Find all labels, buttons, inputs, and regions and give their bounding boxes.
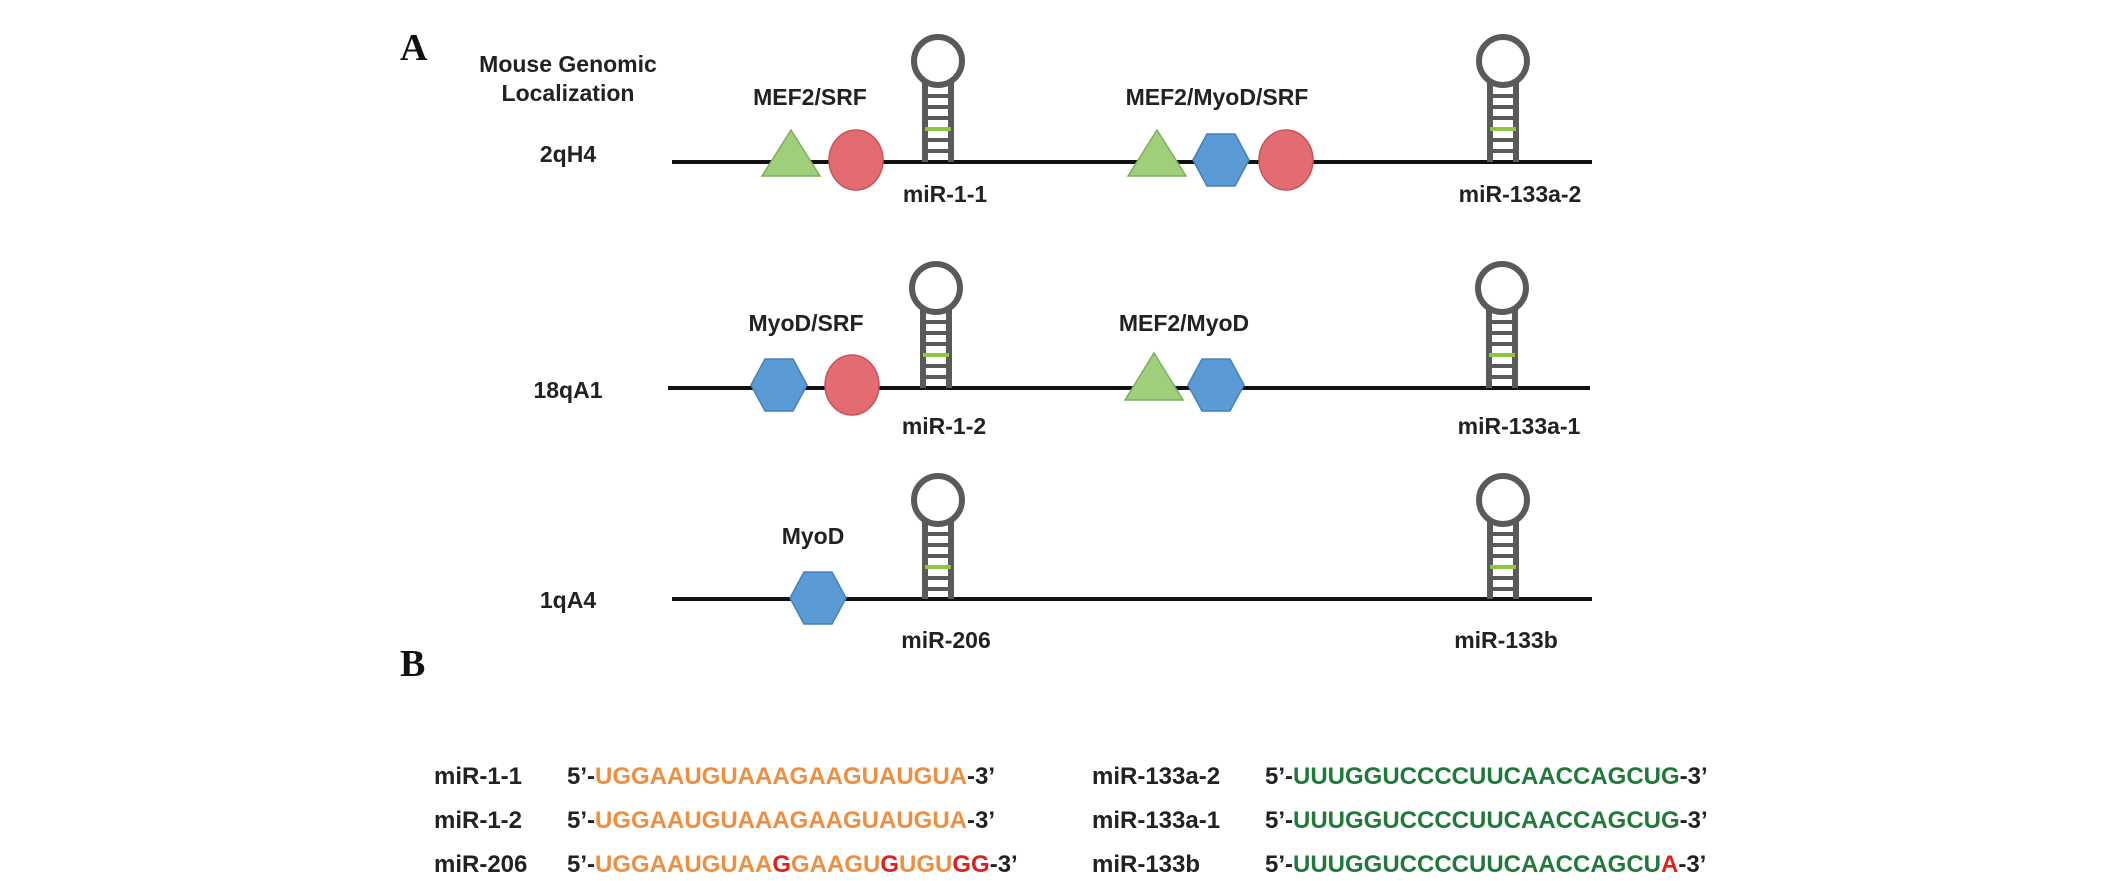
- mirna-label: miR-133a-1: [1458, 413, 1581, 439]
- seq-part-black: 5’-: [1265, 851, 1293, 878]
- seq-part-red: G: [772, 851, 791, 878]
- seq-part-black: -3’: [1680, 763, 1708, 790]
- mirna-hairpin-icon: [1476, 473, 1530, 599]
- seq-name: miR-1-2: [434, 807, 522, 834]
- srf-circle: [828, 129, 884, 191]
- myod-hexagon: [1192, 133, 1250, 187]
- chromosome-label: 2qH4: [540, 141, 596, 167]
- myod-hexagon: [789, 571, 847, 625]
- seq-part-green: UUUGGUCCCCUUCAACCAGCUG: [1293, 763, 1680, 790]
- seq-text: 5’-UGGAAUGUAAAGAAGUAUGUA-3’: [567, 763, 995, 790]
- seq-part-orange: UGU: [899, 851, 952, 878]
- cluster-label: MEF2/SRF: [753, 84, 867, 110]
- seq-part-black: 5’-: [567, 763, 595, 790]
- panel-label-b: B: [400, 643, 425, 685]
- seq-text: 5’-UUUGGUCCCCUUCAACCAGCUG-3’: [1265, 763, 1708, 790]
- mirna-label: miR-206: [901, 627, 990, 653]
- seq-part-green: UUUGGUCCCCUUCAACCAGCUG: [1293, 807, 1680, 834]
- cluster-label: MyoD: [782, 523, 845, 549]
- srf-circle: [824, 354, 880, 416]
- myod-hexagon: [1187, 358, 1245, 412]
- cluster-label: MEF2/MyoD/SRF: [1126, 84, 1309, 110]
- mef2-triangle: [1123, 351, 1185, 401]
- seq-name: miR-133a-1: [1092, 807, 1220, 834]
- seq-text: 5’-UUUGGUCCCCUUCAACCAGCUA-3’: [1265, 851, 1706, 878]
- chromosome-label: 18qA1: [533, 377, 602, 403]
- seq-part-orange: UGGAAUGUAAAGAAGUAUGUA: [595, 763, 967, 790]
- mirna-hairpin-icon: [909, 261, 963, 388]
- seq-text: 5’-UUUGGUCCCCUUCAACCAGCUG-3’: [1265, 807, 1708, 834]
- seq-part-black: 5’-: [1265, 763, 1293, 790]
- mirna-hairpin-icon: [911, 34, 965, 162]
- seq-name: miR-206: [434, 851, 527, 878]
- seq-part-orange: UGGAAUGUAAAGAAGUAUGUA: [595, 807, 967, 834]
- seq-part-red: G: [880, 851, 899, 878]
- seq-part-black: 5’-: [567, 851, 595, 878]
- mirna-label: miR-1-1: [903, 181, 988, 207]
- cluster-label: MEF2/MyoD: [1119, 310, 1249, 336]
- seq-part-green: UUUGGUCCCCUUCAACCAGCU: [1293, 851, 1661, 878]
- panel-label-a: A: [400, 27, 428, 69]
- seq-name: miR-133a-2: [1092, 763, 1220, 790]
- header-line-2: Localization: [502, 80, 635, 106]
- cluster-label: MyoD/SRF: [749, 310, 864, 336]
- seq-name: miR-1-1: [434, 763, 522, 790]
- seq-part-red: GG: [952, 851, 989, 878]
- seq-part-black: 5’-: [1265, 807, 1293, 834]
- srf-circle: [1258, 129, 1314, 191]
- seq-name: miR-133b: [1092, 851, 1200, 878]
- seq-part-black: -3’: [967, 807, 995, 834]
- seq-part-red: A: [1661, 851, 1678, 878]
- myod-hexagon: [750, 358, 808, 412]
- seq-part-orange: UGGAAUGUAA: [595, 851, 772, 878]
- mirna-hairpin-icon: [1475, 261, 1529, 388]
- chromosome-label: 1qA4: [540, 587, 596, 613]
- mef2-triangle: [760, 128, 822, 177]
- sequence-table: miR-1-1 5’-UGGAAUGUAAAGAAGUAUGUA-3’ miR-…: [434, 763, 1708, 878]
- seq-part-orange: GAAGU: [791, 851, 880, 878]
- mirna-label: miR-133b: [1454, 627, 1558, 653]
- seq-part-black: -3’: [967, 763, 995, 790]
- mirna-label: miR-1-2: [902, 413, 986, 439]
- seq-part-black: 5’-: [567, 807, 595, 834]
- seq-part-black: -3’: [990, 851, 1018, 878]
- mirna-hairpin-icon: [1476, 34, 1530, 162]
- row-2qH4: 2qH4 MEF2/SRF MEF2/MyoD/SRF miR-1-1 miR-…: [540, 34, 1592, 207]
- row-1qA4: 1qA4 MyoD miR-206 miR-133b: [540, 473, 1592, 653]
- header-line-1: Mouse Genomic: [479, 51, 657, 77]
- seq-part-black: -3’: [1678, 851, 1706, 878]
- mirna-label: miR-133a-2: [1459, 181, 1582, 207]
- row-18qA1: 18qA1 MyoD/SRF MEF2/MyoD miR-1-2 miR-133…: [533, 261, 1590, 439]
- mef2-triangle: [1126, 128, 1188, 177]
- mirna-hairpin-icon: [911, 473, 965, 599]
- seq-text: 5’-UGGAAUGUAAAGAAGUAUGUA-3’: [567, 807, 995, 834]
- seq-part-black: -3’: [1680, 807, 1708, 834]
- seq-text: 5’-UGGAAUGUAAGGAAGUGUGUGG-3’: [567, 851, 1018, 878]
